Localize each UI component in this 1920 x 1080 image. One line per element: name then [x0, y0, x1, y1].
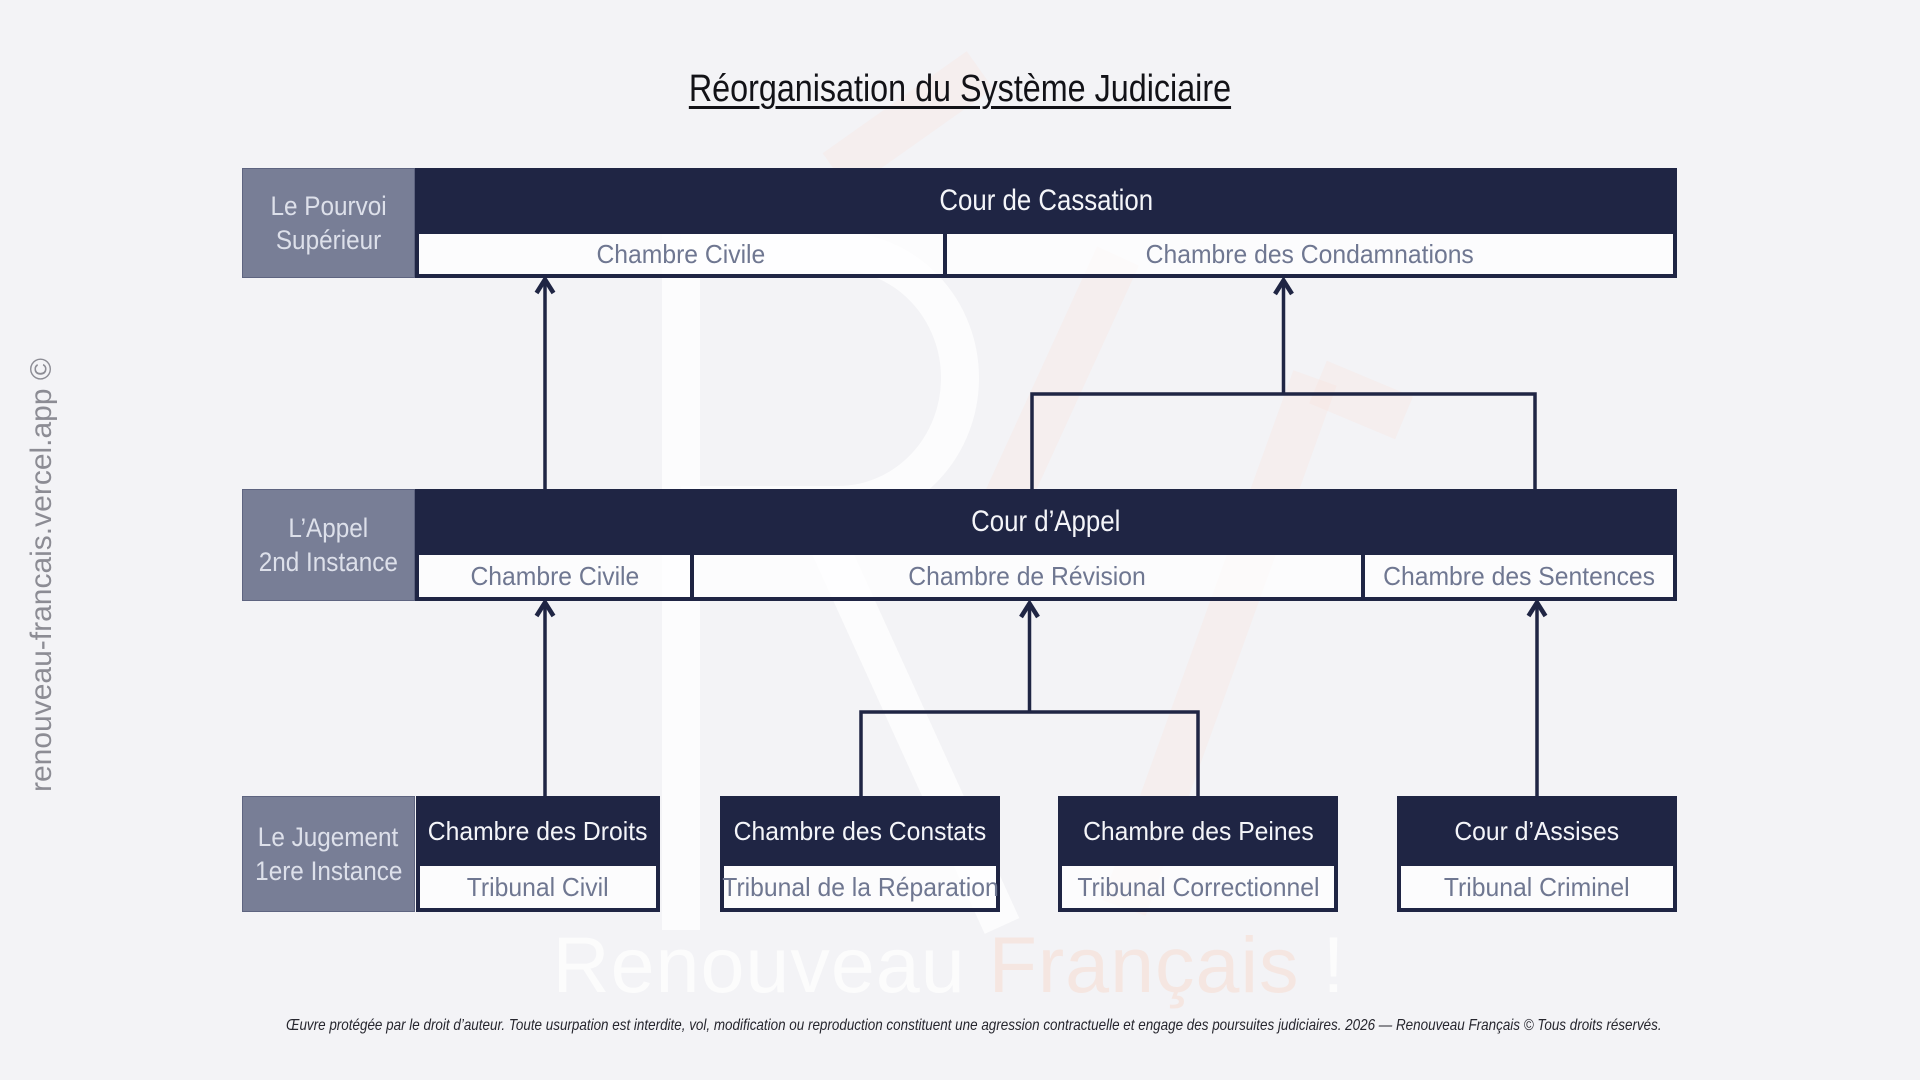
- court-title-peines: Chambre des Peines: [1058, 796, 1338, 866]
- stage-label-jugement: Le Jugement 1ere Instance: [242, 796, 415, 912]
- tribunal-criminel-frame: Tribunal Criminel: [1397, 866, 1677, 912]
- court-box-peines: Chambre des Peines Tribunal Correctionne…: [1058, 796, 1338, 912]
- chamber-cassation-civile: Chambre Civile: [419, 234, 943, 274]
- chamber-appel-sentences: Chambre des Sentences: [1365, 555, 1673, 597]
- band-title-appel: Cour d’Appel: [415, 489, 1677, 555]
- arrowhead-4: [1019, 599, 1040, 619]
- watermark-brand-text: Renouveau Français !: [0, 921, 1909, 1009]
- watermark-brand-word1: Renouveau: [552, 920, 966, 1009]
- stage-label-line: 2nd Instance: [258, 547, 399, 577]
- court-title-assises: Cour d’Assises: [1397, 796, 1677, 866]
- tribunal-criminel: Tribunal Criminel: [1401, 866, 1673, 908]
- elbow-appel-to-cassation: [1030, 392, 1537, 489]
- chamber-row-cassation: Chambre Civile Chambre des Condamnations: [415, 234, 1677, 278]
- watermark-brand-word2: Français: [988, 920, 1300, 1009]
- court-box-droits: Chambre des Droits Tribunal Civil: [416, 796, 660, 912]
- chamber-cassation-condamnations: Chambre des Condamnations: [947, 234, 1673, 274]
- watermark-r-bowl: [681, 232, 979, 524]
- stage-label-pourvoi: Le Pourvoi Supérieur: [242, 168, 415, 278]
- chamber-appel-civile: Chambre Civile: [419, 555, 690, 597]
- tribunal-correctionnel-frame: Tribunal Correctionnel: [1058, 866, 1338, 912]
- arrowhead-5: [1526, 598, 1548, 618]
- chamber-row-appel: Chambre Civile Chambre de Révision Chamb…: [415, 555, 1677, 601]
- stage-label-line: L’Appel: [288, 513, 369, 543]
- band-cassation: Cour de Cassation Chambre Civile Chambre…: [415, 168, 1677, 278]
- stage-label-line: Le Jugement: [258, 822, 399, 852]
- arrowhead-1: [534, 275, 556, 295]
- watermark-brand-suffix: !: [1322, 920, 1346, 1009]
- stage-label-line: Supérieur: [275, 225, 382, 255]
- court-box-assises: Cour d’Assises Tribunal Criminel: [1397, 796, 1677, 912]
- tribunal-civil-frame: Tribunal Civil: [416, 866, 660, 912]
- arrowhead-3: [534, 598, 556, 618]
- elbow-bottom-to-revision: [859, 710, 1200, 796]
- watermark-f-bar: [1309, 360, 1413, 440]
- band-title-cassation: Cour de Cassation: [415, 168, 1677, 234]
- stage-label-appel: L’Appel 2nd Instance: [242, 489, 415, 601]
- tribunal-civil: Tribunal Civil: [420, 866, 656, 908]
- stage-label-line: 1ere Instance: [254, 856, 403, 886]
- tribunal-correctionnel: Tribunal Correctionnel: [1062, 866, 1334, 908]
- watermark-f-mid: [979, 246, 1139, 524]
- chamber-appel-revision: Chambre de Révision: [694, 555, 1361, 597]
- footer-copyright: Œuvre protégée par le droit d’auteur. To…: [286, 1017, 1662, 1034]
- court-box-constats: Chambre des Constats Tribunal de la Répa…: [720, 796, 1000, 912]
- court-title-constats: Chambre des Constats: [720, 796, 1000, 866]
- tribunal-reparation: Tribunal de la Réparation: [722, 866, 998, 908]
- band-appel: Cour d’Appel Chambre Civile Chambre de R…: [415, 489, 1677, 601]
- arrowhead-2: [1273, 276, 1294, 296]
- court-title-droits: Chambre des Droits: [416, 796, 660, 866]
- page-title: Réorganisation du Système Judiciaire: [688, 68, 1232, 110]
- side-watermark-url: renouveau-francais.vercel.app ©: [25, 357, 58, 793]
- stage-label-line: Le Pourvoi: [270, 191, 387, 221]
- chamber-divider: [1361, 555, 1365, 597]
- tribunal-reparation-frame: Tribunal de la Réparation: [720, 866, 1000, 912]
